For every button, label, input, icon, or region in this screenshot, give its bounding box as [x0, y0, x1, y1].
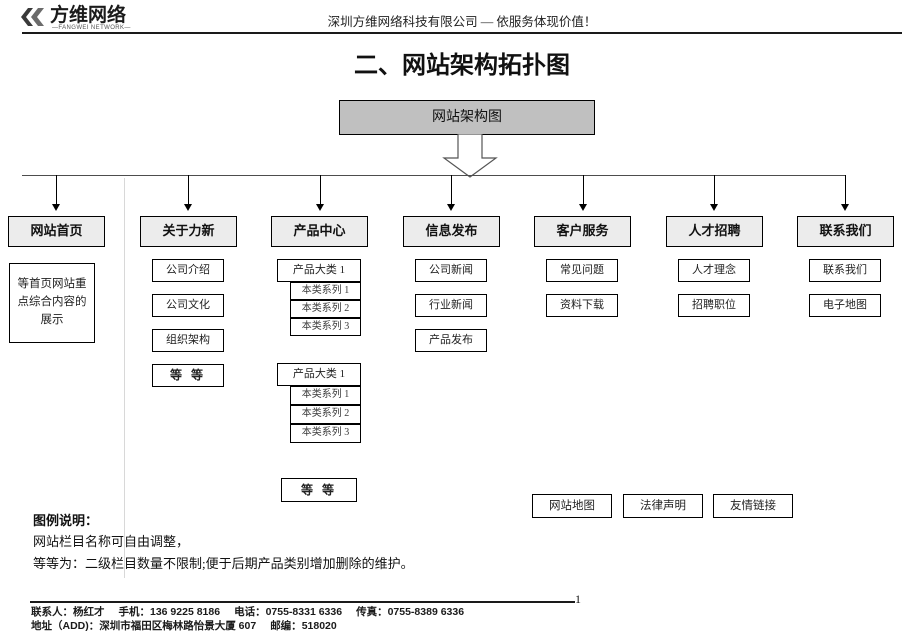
sub-node-jobs-1[interactable]: 招聘职位 [678, 294, 750, 317]
arrowhead-contact-icon [841, 204, 849, 211]
footer-link-sitemap[interactable]: 网站地图 [532, 494, 612, 518]
product-tail-node[interactable]: 等 等 [281, 478, 357, 502]
connector-drop-service [583, 175, 584, 205]
product-group-1-item-2[interactable]: 本类系列 3 [290, 424, 361, 443]
sub-node-news-0[interactable]: 公司新闻 [415, 259, 487, 282]
footer-addr-value: 深圳市福田区梅林路怡景大厦 607 [99, 620, 257, 632]
nav-node-about[interactable]: 关于力新 [140, 216, 237, 247]
footer-tel-label: 电话： [234, 606, 266, 618]
footer-link-legal[interactable]: 法律声明 [623, 494, 703, 518]
header-company-line: 深圳方维网络科技有限公司 — 依服务体现价值！ [327, 15, 597, 29]
logo-mark-icon [21, 8, 44, 26]
root-down-block-arrow-icon [442, 134, 498, 178]
footer-addr-label: 地址（ADD)： [31, 620, 100, 632]
footer-contact-label: 联系人： [31, 606, 73, 618]
footer-tel-value: 0755-8331 6336 [265, 606, 343, 618]
nav-node-service[interactable]: 客户服务 [534, 216, 631, 247]
connector-drop-contact [845, 175, 846, 205]
page-number: 1 [575, 592, 581, 606]
legend-line-1: 网站栏目名称可自由调整， [33, 534, 190, 550]
legend-block: 图例说明： 网站栏目名称可自由调整， 等等为：二级栏目数量不限制;便于后期产品类… [33, 510, 553, 574]
connector-drop-home [56, 175, 57, 205]
sub-node-news-1[interactable]: 行业新闻 [415, 294, 487, 317]
connector-drop-about [188, 175, 189, 205]
sub-node-news-2[interactable]: 产品发布 [415, 329, 487, 352]
sub-node-jobs-0[interactable]: 人才理念 [678, 259, 750, 282]
arrowhead-news-icon [447, 204, 455, 211]
company-logo: 方维网络 —FANGWEI NETWORK— [20, 4, 160, 34]
root-node-website-architecture[interactable]: 网站架构图 [339, 100, 595, 135]
sub-node-about-0[interactable]: 公司介绍 [152, 259, 224, 282]
connector-drop-jobs [714, 175, 715, 205]
footer-divider [30, 601, 575, 603]
nav-node-home[interactable]: 网站首页 [8, 216, 105, 247]
footer-fax-label: 传真： [356, 606, 388, 618]
page-header: 方维网络 —FANGWEI NETWORK— 深圳方维网络科技有限公司 — 依服… [0, 0, 924, 40]
sub-node-about-1[interactable]: 公司文化 [152, 294, 224, 317]
product-group-1-item-1[interactable]: 本类系列 2 [290, 405, 361, 424]
connector-drop-product [320, 175, 321, 205]
product-group-0-item-2[interactable]: 本类系列 3 [290, 318, 361, 336]
product-group-0-label[interactable]: 产品大类 1 [277, 259, 361, 282]
legend-heading: 图例说明： [33, 510, 553, 531]
sub-node-contact-0[interactable]: 联系我们 [809, 259, 881, 282]
nav-node-news[interactable]: 信息发布 [403, 216, 500, 247]
footer-zip-value: 518020 [301, 620, 337, 632]
footer-mobile-value: 136 9225 8186 [150, 606, 221, 618]
arrowhead-jobs-icon [710, 204, 718, 211]
page-title: 二、网站架构拓扑图 [354, 53, 570, 79]
footer-contact-name: 杨红才 [73, 606, 105, 618]
logo-text-cn: 方维网络 [50, 4, 127, 26]
footer-zip-label: 邮编： [270, 620, 302, 632]
legend-heading-text: 图例说明： [33, 513, 99, 528]
product-group-1-label[interactable]: 产品大类 1 [277, 363, 361, 386]
header-divider [22, 32, 902, 34]
logo-text-en: —FANGWEI NETWORK— [52, 25, 131, 31]
nav-node-product[interactable]: 产品中心 [271, 216, 368, 247]
product-group-1-item-0[interactable]: 本类系列 1 [290, 386, 361, 405]
sub-node-contact-1[interactable]: 电子地图 [809, 294, 881, 317]
nav-node-jobs[interactable]: 人才招聘 [666, 216, 763, 247]
product-group-0-item-0[interactable]: 本类系列 1 [290, 282, 361, 300]
footer-address-line: 地址（ADD)：深圳市福田区梅林路怡景大厦 607 邮编：518020 [31, 618, 337, 633]
footer-contact-line: 联系人：杨红才 手机：136 9225 8186 电话：0755-8331 6336… [31, 604, 464, 619]
note-home-description: 等首页网站重点综合内容的展示 [9, 263, 95, 343]
sub-node-about-2[interactable]: 组织架构 [152, 329, 224, 352]
legend-line-2: 等等为：二级栏目数量不限制;便于后期产品类别增加删除的维护。 [33, 555, 414, 571]
arrowhead-about-icon [184, 204, 192, 211]
footer-link-friendlinks[interactable]: 友情链接 [713, 494, 793, 518]
footer-fax-value: 0755-8389 6336 [387, 606, 465, 618]
arrowhead-home-icon [52, 204, 60, 211]
footer-mobile-label: 手机： [118, 606, 151, 618]
nav-node-contact[interactable]: 联系我们 [797, 216, 894, 247]
sub-node-service-0[interactable]: 常见问题 [546, 259, 618, 282]
arrowhead-service-icon [579, 204, 587, 211]
level1-connector-bus [22, 175, 846, 176]
arrowhead-product-icon [316, 204, 324, 211]
sub-node-service-1[interactable]: 资料下载 [546, 294, 618, 317]
column-guide-line [124, 178, 125, 578]
sub-node-about-3[interactable]: 等 等 [152, 364, 224, 387]
connector-drop-news [451, 175, 452, 205]
product-group-0-item-1[interactable]: 本类系列 2 [290, 300, 361, 318]
